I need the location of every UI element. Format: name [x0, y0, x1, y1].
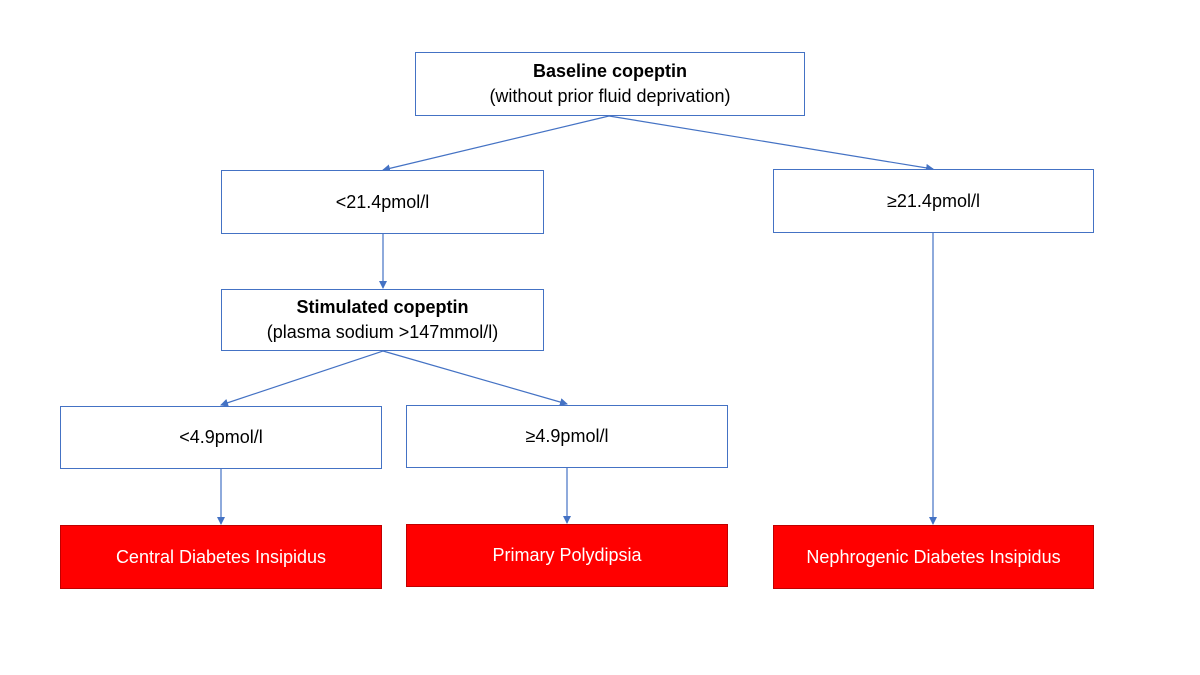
stimulated-copeptin-box: Stimulated copeptin (plasma sodium >147m…	[221, 289, 544, 351]
central-diabetes-insipidus-box: Central Diabetes Insipidus	[60, 525, 382, 589]
stimulated-copeptin-subtitle: (plasma sodium >147mmol/l)	[266, 322, 499, 342]
edge-stimulated-to-low	[220, 350, 384, 407]
high-stimulated-box: ≥4.9pmol/l	[406, 405, 728, 468]
nephrogenic-diabetes-insipidus-label: Nephrogenic Diabetes Insipidus	[806, 546, 1061, 567]
high-stimulated-label: ≥4.9pmol/l	[525, 426, 609, 446]
low-stimulated-label: <4.9pmol/l	[179, 427, 263, 447]
baseline-copeptin-box: Baseline copeptin (without prior fluid d…	[415, 52, 805, 116]
central-diabetes-insipidus-label: Central Diabetes Insipidus	[115, 546, 327, 567]
stimulated-copeptin-title: Stimulated copeptin	[296, 297, 469, 317]
baseline-copeptin-subtitle: (without prior fluid deprivation)	[489, 86, 731, 106]
baseline-copeptin-title: Baseline copeptin	[532, 61, 688, 81]
high-baseline-label: ≥21.4pmol/l	[887, 190, 980, 211]
nephrogenic-diabetes-insipidus-box: Nephrogenic Diabetes Insipidus	[773, 525, 1094, 589]
edge-stimulated-to-high	[382, 350, 568, 406]
low-baseline-label: <21.4pmol/l	[335, 191, 430, 212]
edge-baseline-to-low	[382, 115, 610, 173]
low-baseline-box: <21.4pmol/l	[221, 170, 544, 234]
edge-baseline-to-high	[608, 115, 934, 172]
primary-polydipsia-box: Primary Polydipsia	[406, 524, 728, 587]
high-baseline-box: ≥21.4pmol/l	[773, 169, 1094, 233]
primary-polydipsia-label: Primary Polydipsia	[492, 545, 642, 565]
low-stimulated-box: <4.9pmol/l	[60, 406, 382, 469]
